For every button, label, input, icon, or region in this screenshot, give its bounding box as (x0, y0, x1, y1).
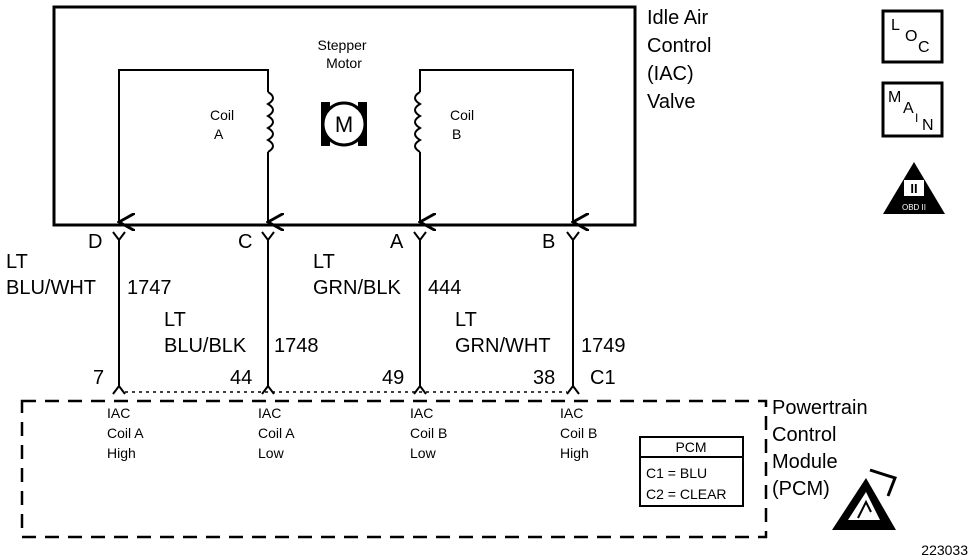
stepper-motor-label: Stepper Motor (318, 37, 371, 71)
harness-wires (118, 240, 574, 386)
pcm-connector-c1: C1 (590, 367, 616, 389)
terminal-b: B (542, 231, 555, 253)
iac-title: Idle Air Control (IAC) Valve (647, 7, 717, 113)
coil-b-label: Coil B (450, 107, 478, 142)
wire-1747-circuit: 1747 (127, 277, 172, 299)
terminal-d: D (88, 231, 102, 253)
esd-warning-icon (832, 468, 897, 530)
pcm-pin-49: 49 (382, 367, 404, 389)
pcm-pin-7: 7 (93, 367, 104, 389)
terminal-c: C (238, 231, 252, 253)
figure-number: 223033 (921, 542, 968, 558)
svg-text:II: II (910, 181, 917, 196)
coil-a-label: Coil A (210, 107, 238, 142)
svg-text:C: C (918, 39, 930, 56)
iac-valve-box (52, 5, 637, 227)
valve-connector-terminals (112, 231, 580, 242)
wire-1749-color: LT GRN/WHT (455, 309, 551, 357)
loc-badge-icon: L O C (881, 9, 944, 64)
pcm-connector-terminals (112, 384, 580, 395)
pcm-legend-title: PCM (675, 439, 706, 455)
obd-ii-badge-icon: II OBD II (883, 162, 945, 214)
svg-text:A: A (903, 100, 914, 117)
svg-text:L: L (891, 17, 900, 34)
wire-1749-circuit: 1749 (581, 335, 626, 357)
wire-444-circuit: 444 (428, 277, 461, 299)
svg-text:N: N (922, 117, 934, 134)
stepper-motor-symbol: M (321, 101, 367, 147)
pcm-title: Powertrain Control Module (PCM) (772, 397, 873, 500)
wire-1747-color: LT BLU/WHT (6, 251, 96, 299)
wire-444-color: LT GRN/BLK (313, 251, 401, 299)
main-badge-icon: M A I N (881, 81, 944, 138)
svg-text:I: I (915, 111, 918, 125)
terminal-a: A (390, 231, 404, 253)
svg-text:O: O (905, 28, 917, 45)
pcm-legend-c1: C1 = BLU (646, 465, 707, 481)
pcm-box (20, 399, 768, 539)
wire-1748-circuit: 1748 (274, 335, 319, 357)
coil-a-circuit (119, 69, 273, 222)
svg-text:M: M (888, 89, 901, 106)
pcm-function-coil-a-low: IAC Coil A Low (258, 405, 298, 461)
pcm-function-coil-b-high: IAC Coil B High (560, 405, 601, 461)
pcm-pin-38: 38 (533, 367, 555, 389)
pcm-pin-44: 44 (230, 367, 252, 389)
wire-1748-color: LT BLU/BLK (164, 309, 247, 357)
pcm-legend: PCM C1 = BLU C2 = CLEAR (639, 436, 744, 507)
motor-symbol-letter: M (335, 112, 353, 137)
pcm-function-coil-b-low: IAC Coil B Low (410, 405, 451, 461)
svg-text:OBD II: OBD II (902, 203, 926, 212)
pcm-function-coil-a-high: IAC Coil A High (107, 405, 147, 461)
pcm-legend-c2: C2 = CLEAR (646, 486, 727, 502)
coil-b-circuit (414, 69, 573, 222)
